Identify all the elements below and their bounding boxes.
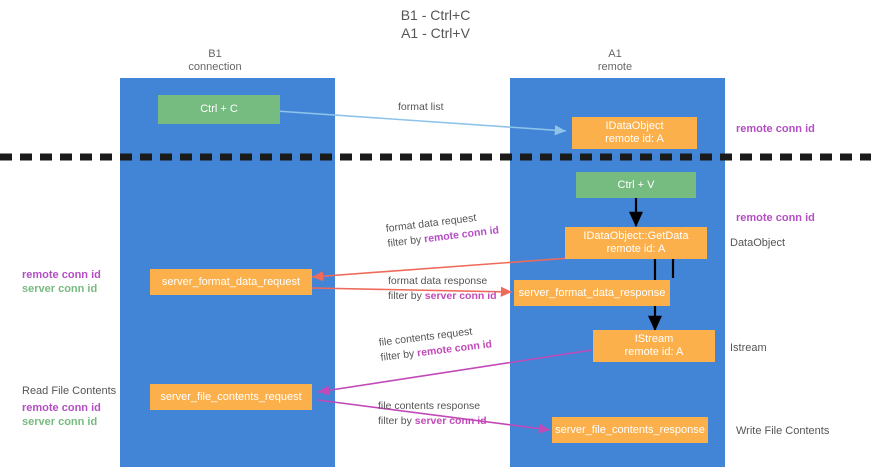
label-conn-ids-mid-remote: remote conn id: [22, 269, 101, 281]
label-conn-ids-mid: remote conn id server conn id: [22, 268, 101, 296]
annotation-filter-prefix: filter by: [379, 347, 418, 364]
box-server-format-data-response[interactable]: server_format_data_response: [514, 280, 670, 306]
annotation-filter-key-server-conn-id: server conn id: [414, 415, 487, 427]
annotation-filter-prefix: filter by: [386, 233, 425, 250]
box-server-format-data-response-label: server_format_data_response: [518, 286, 666, 299]
column-header-b1-name: B1: [208, 48, 222, 60]
title-line-1: B1 - Ctrl+C: [400, 7, 471, 23]
label-istream: Istream: [730, 342, 767, 354]
label-read-file-contents: Read File Contents: [22, 385, 117, 397]
box-idataobject-line-2: remote id: A: [605, 133, 664, 145]
label-write-file-contents: Write File Contents: [736, 425, 830, 437]
label-conn-ids-bottom-server: server conn id: [22, 416, 98, 428]
label-conn-ids-bottom-remote: remote conn id: [22, 402, 101, 414]
box-server-file-contents-request-label: server_file_contents_request: [160, 390, 302, 403]
box-istream[interactable]: IStream remote id: A: [593, 330, 715, 362]
box-idataobject-getdata[interactable]: IDataObject::GetData remote id: A: [565, 227, 707, 259]
box-idataobject-line-1: IDataObject: [605, 120, 664, 132]
annotation-format-data-response: format data response filter by server co…: [388, 274, 497, 304]
column-header-b1-role: connection: [188, 61, 242, 73]
box-istream-line-2: remote id: A: [624, 346, 684, 358]
box-istream-line-1: IStream: [634, 333, 674, 345]
annotation-format-list: format list: [398, 100, 444, 115]
box-server-format-data-request[interactable]: server_format_data_request: [150, 269, 312, 295]
box-getdata-line-1: IDataObject::GetData: [583, 230, 689, 242]
annotation-filter-prefix: filter by: [388, 290, 425, 302]
annotation-format-list-label: format list: [398, 101, 444, 113]
column-header-a1: A1 remote: [555, 48, 675, 74]
label-remote-conn-id-top: remote conn id: [736, 123, 815, 135]
annotation-file-contents-response-line-1: file contents response: [378, 400, 481, 412]
box-server-format-data-request-label: server_format_data_request: [161, 275, 301, 288]
annotation-filter-prefix: filter by: [378, 415, 415, 427]
box-server-file-contents-response-label: server_file_contents_response: [555, 423, 705, 436]
annotation-format-data-response-line-1: format data response: [388, 275, 488, 287]
annotation-format-data-response-line-2: filter by server conn id: [388, 289, 497, 304]
annotation-filter-key-server-conn-id: server conn id: [424, 290, 497, 302]
annotation-format-data-request: format data request filter by remote con…: [385, 208, 500, 251]
box-ctrl-v-label: Ctrl + V: [617, 178, 655, 191]
label-conn-ids-bottom: remote conn id server conn id: [22, 401, 101, 429]
label-remote-conn-id-mid: remote conn id: [736, 212, 815, 224]
box-ctrl-c[interactable]: Ctrl + C: [158, 95, 280, 124]
box-server-file-contents-response[interactable]: server_file_contents_response: [552, 417, 708, 443]
annotation-file-contents-response-line-2: filter by server conn id: [378, 414, 487, 429]
column-header-b1: B1 connection: [155, 48, 275, 74]
box-idataobject[interactable]: IDataObject remote id: A: [572, 117, 697, 149]
column-header-a1-role: remote: [597, 61, 633, 73]
box-server-file-contents-request[interactable]: server_file_contents_request: [150, 384, 312, 410]
label-dataobject: DataObject: [730, 237, 786, 249]
annotation-file-contents-request: file contents request filter by remote c…: [378, 322, 493, 365]
diagram-title: B1 - Ctrl+C A1 - Ctrl+V: [0, 6, 871, 42]
annotation-file-contents-response: file contents response filter by server …: [378, 399, 487, 429]
box-getdata-line-2: remote id: A: [606, 243, 666, 255]
label-conn-ids-mid-server: server conn id: [22, 283, 98, 295]
column-header-a1-name: A1: [608, 48, 622, 60]
box-ctrl-v[interactable]: Ctrl + V: [576, 172, 696, 198]
box-ctrl-c-label: Ctrl + C: [200, 103, 238, 115]
title-line-2: A1 - Ctrl+V: [401, 25, 470, 41]
